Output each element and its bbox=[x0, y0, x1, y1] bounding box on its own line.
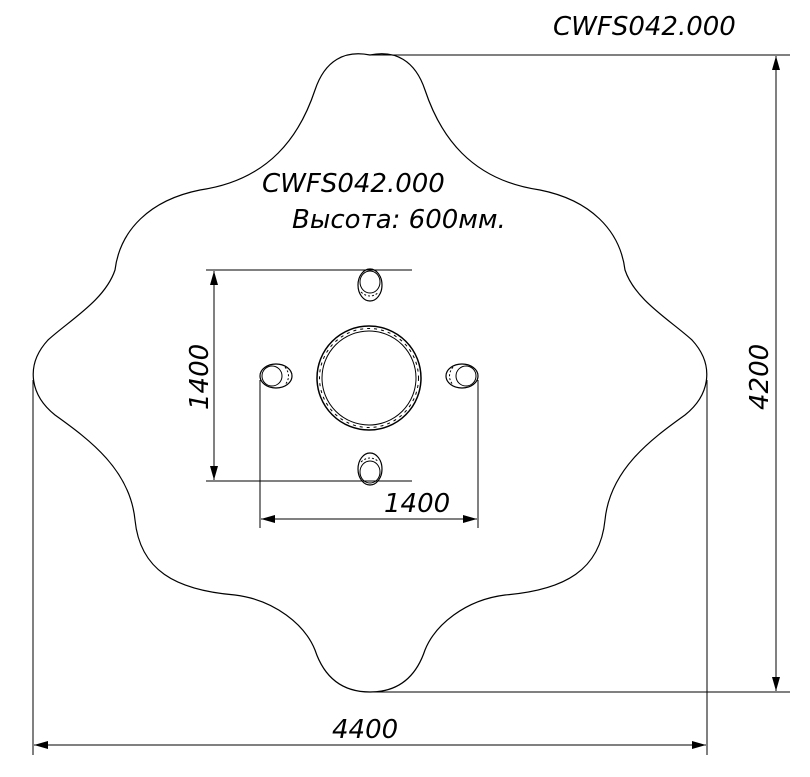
inner-height-label: 1400 bbox=[185, 344, 215, 410]
inner-width-label: 1400 bbox=[384, 489, 450, 519]
post-left bbox=[259, 363, 293, 389]
overall-height-label: 4200 bbox=[745, 344, 775, 410]
post-bottom bbox=[357, 452, 383, 486]
overall-width-label: 4400 bbox=[332, 715, 398, 745]
center-code: CWFS042.000 bbox=[262, 169, 445, 199]
center-column bbox=[316, 325, 422, 431]
post-right bbox=[445, 363, 479, 389]
post-top bbox=[357, 268, 383, 302]
title-code: CWFS042.000 bbox=[553, 12, 736, 42]
height-label: Высота: 600мм. bbox=[292, 205, 506, 235]
platform-outline bbox=[32, 53, 708, 693]
